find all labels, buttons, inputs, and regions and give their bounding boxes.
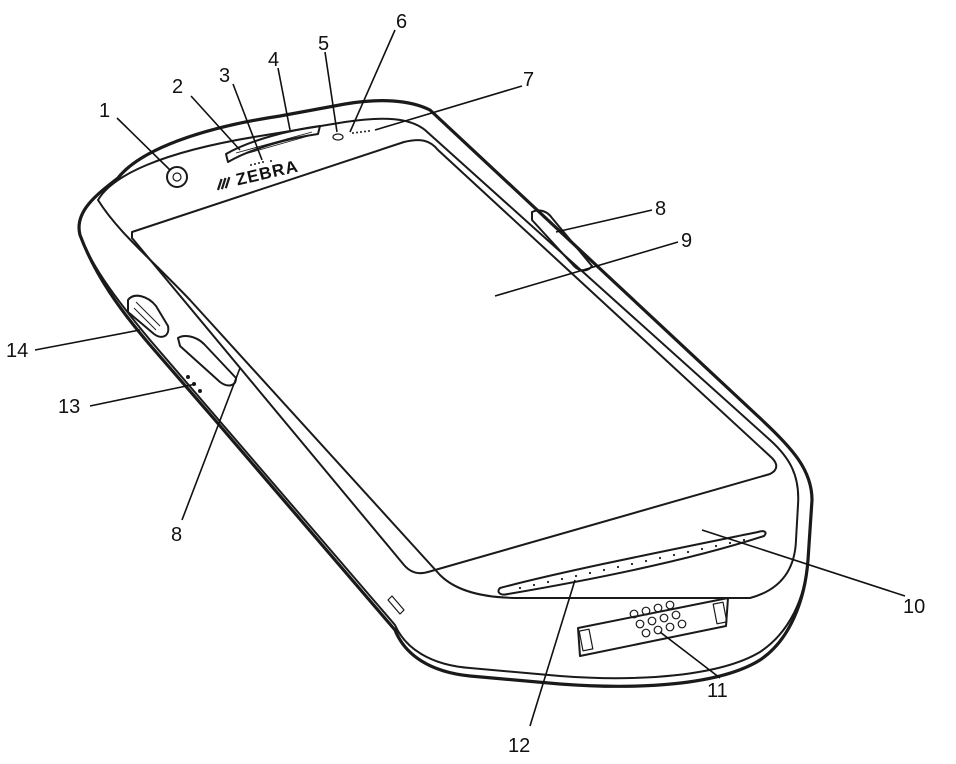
callout-1: 1: [99, 100, 110, 122]
left-button-ridges: [133, 301, 161, 331]
proximity-sensor-icon: [332, 133, 344, 141]
callout-2: 2: [172, 76, 183, 98]
microphone-icon: [250, 160, 272, 166]
touch-screen: [131, 139, 778, 575]
callout-line-3: [232, 83, 263, 161]
speaker-grille: [497, 530, 767, 596]
callout-line-9: [494, 241, 679, 297]
callout-6: 6: [396, 11, 407, 33]
callout-line-8a: [555, 209, 653, 233]
callout-8a: 8: [655, 198, 666, 220]
speaker-holes: [518, 538, 746, 590]
callout-11: 11: [707, 680, 728, 702]
charging-connector: [577, 597, 729, 657]
callout-12: 12: [508, 735, 530, 757]
front-camera-icon: [166, 166, 188, 188]
callout-7: 7: [523, 69, 534, 91]
volume-button: [127, 294, 170, 338]
callout-line-7: [374, 85, 523, 131]
lower-port: [387, 595, 405, 615]
light-sensor-icon: [352, 130, 370, 134]
callout-8b: 8: [171, 524, 182, 546]
callout-line-12: [529, 579, 576, 727]
receiver-slot: [225, 125, 321, 163]
callout-9: 9: [681, 230, 692, 252]
callout-line-10: [701, 529, 906, 597]
callout-5: 5: [318, 33, 329, 55]
callout-line-2: [190, 95, 241, 151]
callout-13: 13: [58, 396, 80, 418]
device-body-outline: [77, 99, 814, 688]
callout-3: 3: [219, 65, 230, 87]
callout-10: 10: [903, 596, 925, 618]
logo-text: ZEBRA: [234, 157, 300, 190]
callout-line-5: [324, 51, 338, 133]
callout-line-11: [659, 631, 721, 679]
device-side-band: [79, 234, 809, 680]
callout-line-13: [89, 383, 197, 407]
right-scan-button: [531, 209, 593, 272]
callout-line-6: [349, 29, 396, 133]
callout-4: 4: [268, 49, 279, 71]
callout-line-4: [277, 67, 291, 131]
device-bezel: [97, 117, 800, 599]
callout-14: 14: [6, 340, 28, 362]
callout-line-1: [116, 117, 171, 171]
callout-line-14: [34, 329, 141, 351]
connector-pins: [629, 600, 687, 638]
callout-line-8b: [181, 367, 241, 521]
